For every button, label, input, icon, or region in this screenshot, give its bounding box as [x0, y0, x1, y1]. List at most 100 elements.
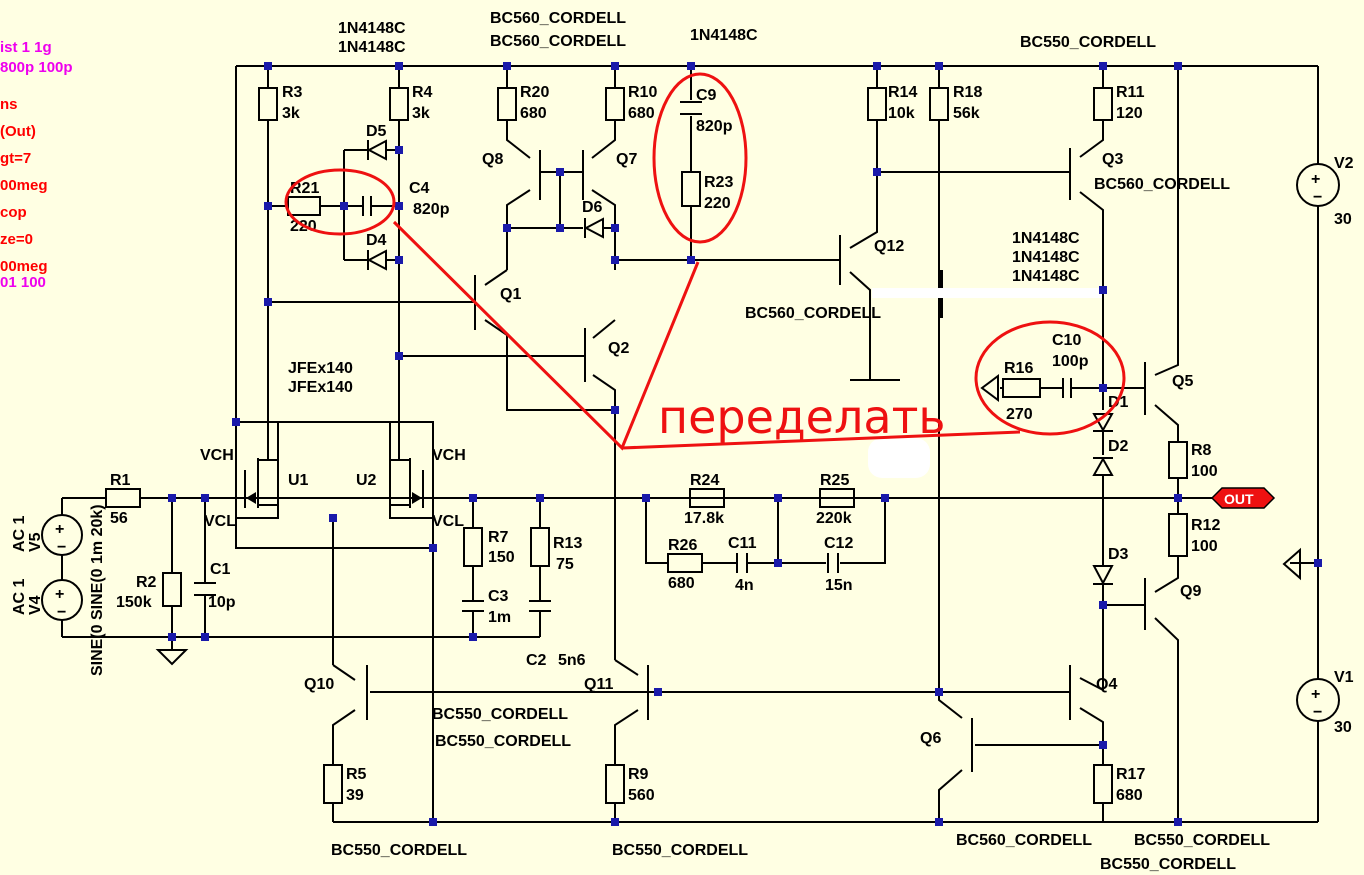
spice-directives: ist 1 1g 800p 100p ns (Out) gt=7 00meg c…	[0, 39, 73, 291]
model-label: 1N4148C	[1012, 230, 1080, 247]
value-r8: 100	[1191, 463, 1218, 480]
diode-d5[interactable]	[366, 139, 387, 161]
model-label: BC550_CORDELL	[612, 842, 748, 859]
value-r4: 3k	[412, 105, 430, 122]
model-label: BC550_CORDELL	[435, 733, 571, 750]
value-r26: 680	[668, 575, 695, 592]
model-label: BC560_CORDELL	[1094, 176, 1230, 193]
out-label: OUT	[1224, 491, 1254, 507]
annotation-text: переделать	[658, 390, 945, 444]
voltage-sources: + − + − + − + −	[41, 163, 1340, 722]
directive-line: 01 100	[0, 274, 46, 291]
svg-text:+: +	[1311, 686, 1320, 703]
resistor-r9[interactable]	[605, 764, 625, 804]
model-label: JFEx140	[288, 379, 353, 396]
label-d4: D4	[366, 232, 387, 249]
label-v4: V4	[27, 595, 44, 615]
markup-circle	[974, 320, 1126, 436]
resistor-r13[interactable]	[530, 527, 550, 567]
diode-d6[interactable]	[583, 217, 604, 239]
value-c1: 10p	[208, 594, 236, 611]
resistor-r2[interactable]	[162, 572, 182, 607]
source-v5[interactable]	[41, 514, 83, 556]
label-q3: Q3	[1102, 151, 1123, 168]
resistors	[105, 87, 1188, 804]
source-v2[interactable]	[1296, 163, 1340, 207]
resistor-r3[interactable]	[258, 87, 278, 121]
label-u1: U1	[288, 472, 309, 489]
jfet-u2[interactable]	[389, 421, 434, 519]
capacitors	[194, 101, 1072, 612]
resistor-r18[interactable]	[929, 87, 949, 121]
resistor-r5[interactable]	[323, 764, 343, 804]
jfet-blocks	[235, 421, 434, 519]
value-r17: 680	[1116, 787, 1143, 804]
resistor-r11[interactable]	[1093, 87, 1113, 121]
resistor-r12[interactable]	[1168, 513, 1188, 557]
directive-line: 00meg	[0, 258, 48, 275]
label-r25: R25	[820, 472, 849, 489]
directive-line: ns	[0, 96, 18, 113]
directive-line: cop	[0, 204, 27, 221]
pin-label: VCH	[200, 447, 234, 464]
markup-circle	[652, 72, 748, 244]
label-r5: R5	[346, 766, 367, 783]
diode-d4[interactable]	[366, 249, 387, 271]
resistor-r7[interactable]	[463, 527, 483, 567]
value-c10: 100p	[1052, 353, 1089, 370]
model-label: BC550_CORDELL	[1020, 34, 1156, 51]
label-c11: C11	[728, 535, 757, 552]
resistor-r21[interactable]	[287, 196, 321, 216]
label-q6: Q6	[920, 730, 941, 747]
label-r4: R4	[412, 84, 433, 101]
resistor-r16[interactable]	[1002, 378, 1041, 398]
resistor-r24[interactable]	[689, 488, 725, 508]
resistor-r4[interactable]	[389, 87, 409, 121]
resistor-r14[interactable]	[867, 87, 887, 121]
diodes	[366, 139, 1114, 586]
value-c2: 5n6	[558, 652, 586, 669]
resistor-r20[interactable]	[497, 87, 517, 121]
directive-line: (Out)	[0, 123, 36, 140]
label-q10: Q10	[304, 676, 334, 693]
label-q2: Q2	[608, 340, 629, 357]
resistor-r25[interactable]	[819, 488, 855, 508]
value-r10: 680	[628, 105, 655, 122]
label-r13: R13	[553, 535, 582, 552]
value-r7: 150	[488, 549, 515, 566]
resistor-r10[interactable]	[605, 87, 625, 121]
label-c10: C10	[1052, 332, 1081, 349]
value-c9: 820p	[696, 118, 733, 135]
value-c3: 1m	[488, 609, 511, 626]
label-q11: Q11	[584, 676, 613, 693]
source-v1[interactable]	[1296, 678, 1340, 722]
source-v4[interactable]	[41, 579, 83, 621]
label-r14: R14	[888, 84, 917, 101]
label-r18: R18	[953, 84, 982, 101]
label-d6: D6	[582, 199, 603, 216]
diode-d2[interactable]	[1092, 456, 1114, 476]
resistor-r26[interactable]	[667, 553, 703, 573]
resistor-r17[interactable]	[1093, 764, 1113, 804]
label-v5: V5	[27, 532, 44, 552]
svg-text:−: −	[57, 539, 66, 556]
out-net-label[interactable]: OUT	[1210, 487, 1276, 509]
pin-label: VCL	[204, 513, 236, 530]
resistor-r23[interactable]	[681, 171, 701, 207]
pin-label: VCL	[432, 513, 464, 530]
model-label: 1N4148C	[338, 39, 406, 56]
label-r17: R17	[1116, 766, 1145, 783]
jfet-u1[interactable]	[235, 421, 279, 519]
svg-text:−: −	[1313, 189, 1322, 206]
resistor-r1[interactable]	[105, 488, 141, 508]
label-q4: Q4	[1096, 676, 1117, 693]
diode-d3[interactable]	[1092, 565, 1114, 586]
value-r1: 56	[110, 510, 128, 527]
ground-symbol	[155, 649, 189, 666]
label-r12: R12	[1191, 517, 1220, 534]
label-c12: C12	[824, 535, 853, 552]
label-r21: R21	[290, 180, 319, 197]
label-d2: D2	[1108, 438, 1129, 455]
resistor-r8[interactable]	[1168, 441, 1188, 479]
label-v1: V1	[1334, 669, 1354, 686]
